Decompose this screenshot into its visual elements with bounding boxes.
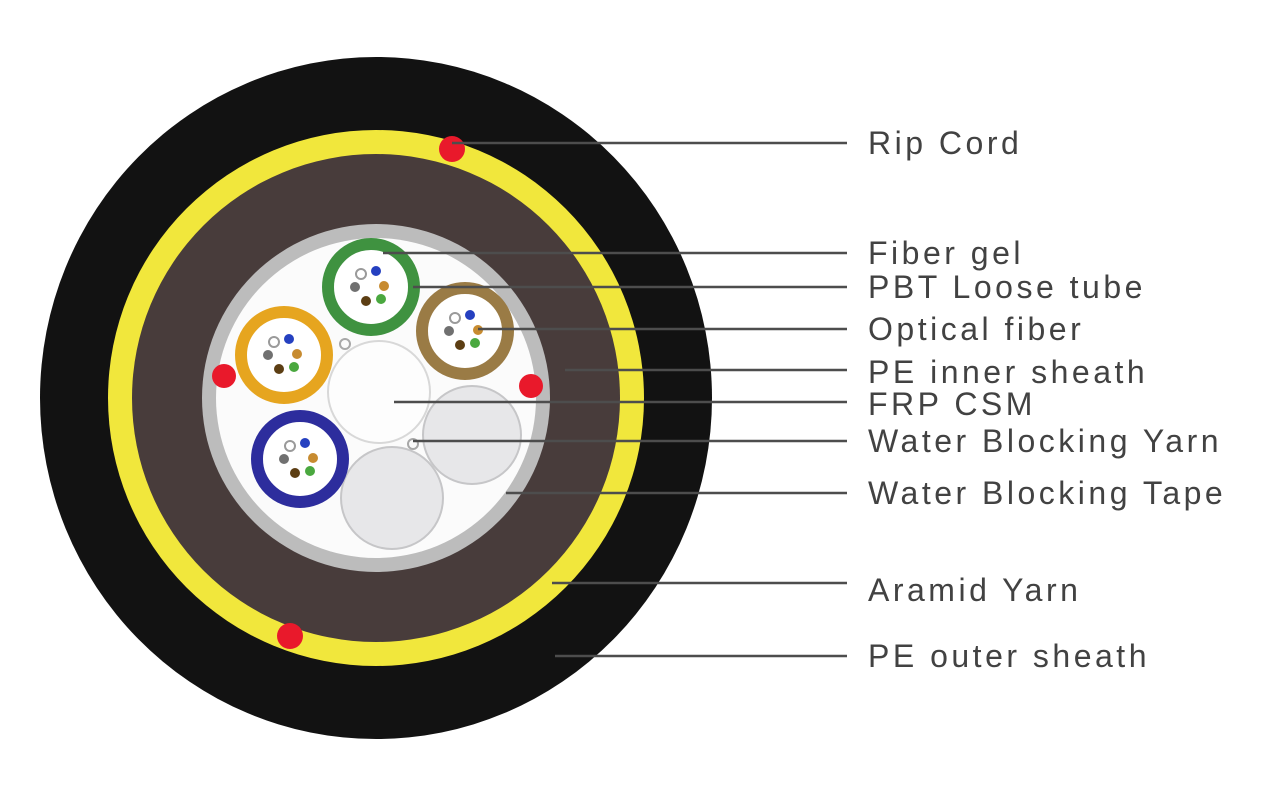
optical-fiber-dot <box>300 438 310 448</box>
optical-fiber-dot <box>449 312 461 324</box>
label-water-blocking-yarn: Water Blocking Yarn <box>868 423 1222 459</box>
optical-fiber-dot <box>470 338 480 348</box>
label-water-blocking-tape: Water Blocking Tape <box>868 475 1226 511</box>
label-frp-csm: FRP CSM <box>868 386 1036 422</box>
loose-tube-tan <box>416 282 514 380</box>
loose-tube-green <box>322 238 420 336</box>
rip-cord-dot-1 <box>439 136 465 162</box>
frp-csm-rod <box>327 340 431 444</box>
optical-fiber-dot <box>350 282 360 292</box>
label-aramid-yarn: Aramid Yarn <box>868 572 1081 608</box>
optical-fiber-dot <box>279 454 289 464</box>
label-pe-inner-sheath: PE inner sheath <box>868 354 1148 390</box>
water-blocking-yarn-dot-1 <box>339 338 351 350</box>
optical-fiber-dot <box>284 440 296 452</box>
optical-fiber-dot <box>308 453 318 463</box>
optical-fiber-dot <box>361 296 371 306</box>
loose-tube-amber <box>235 306 333 404</box>
optical-fiber-dot <box>290 468 300 478</box>
tube-ring-amber <box>235 306 333 404</box>
leader-lines <box>383 141 847 658</box>
optical-fiber-dot <box>355 268 367 280</box>
label-pe-outer-sheath: PE outer sheath <box>868 638 1150 674</box>
tube-ring-green <box>322 238 420 336</box>
optical-fiber-dot <box>292 349 302 359</box>
filler-rod-2 <box>340 446 444 550</box>
filler-rod-1 <box>422 385 522 485</box>
label-optical-fiber: Optical fiber <box>868 311 1084 347</box>
optical-fiber-dot <box>263 350 273 360</box>
tube-ring-blue <box>251 410 349 508</box>
label-rip-cord: Rip Cord <box>868 125 1022 161</box>
optical-fiber-dot <box>284 334 294 344</box>
optical-fiber-dot <box>305 466 315 476</box>
optical-fiber-dot <box>274 364 284 374</box>
label-pbt-loose-tube: PBT Loose tube <box>868 269 1146 305</box>
optical-fiber-dot <box>376 294 386 304</box>
label-fiber-gel: Fiber gel <box>868 235 1024 271</box>
rip-cord-dot-4 <box>277 623 303 649</box>
tube-ring-tan <box>416 282 514 380</box>
loose-tube-blue <box>251 410 349 508</box>
optical-fiber-dot <box>371 266 381 276</box>
rip-cord-dots <box>212 136 543 649</box>
rip-cord-dot-3 <box>519 374 543 398</box>
optical-fiber-dot <box>444 326 454 336</box>
cable-core-contents <box>235 238 522 550</box>
optical-fiber-dot <box>268 336 280 348</box>
optical-fiber-dot <box>379 281 389 291</box>
optical-fiber-dot <box>455 340 465 350</box>
optical-fiber-dot <box>289 362 299 372</box>
rip-cord-dot-2 <box>212 364 236 388</box>
optical-fiber-dot <box>465 310 475 320</box>
